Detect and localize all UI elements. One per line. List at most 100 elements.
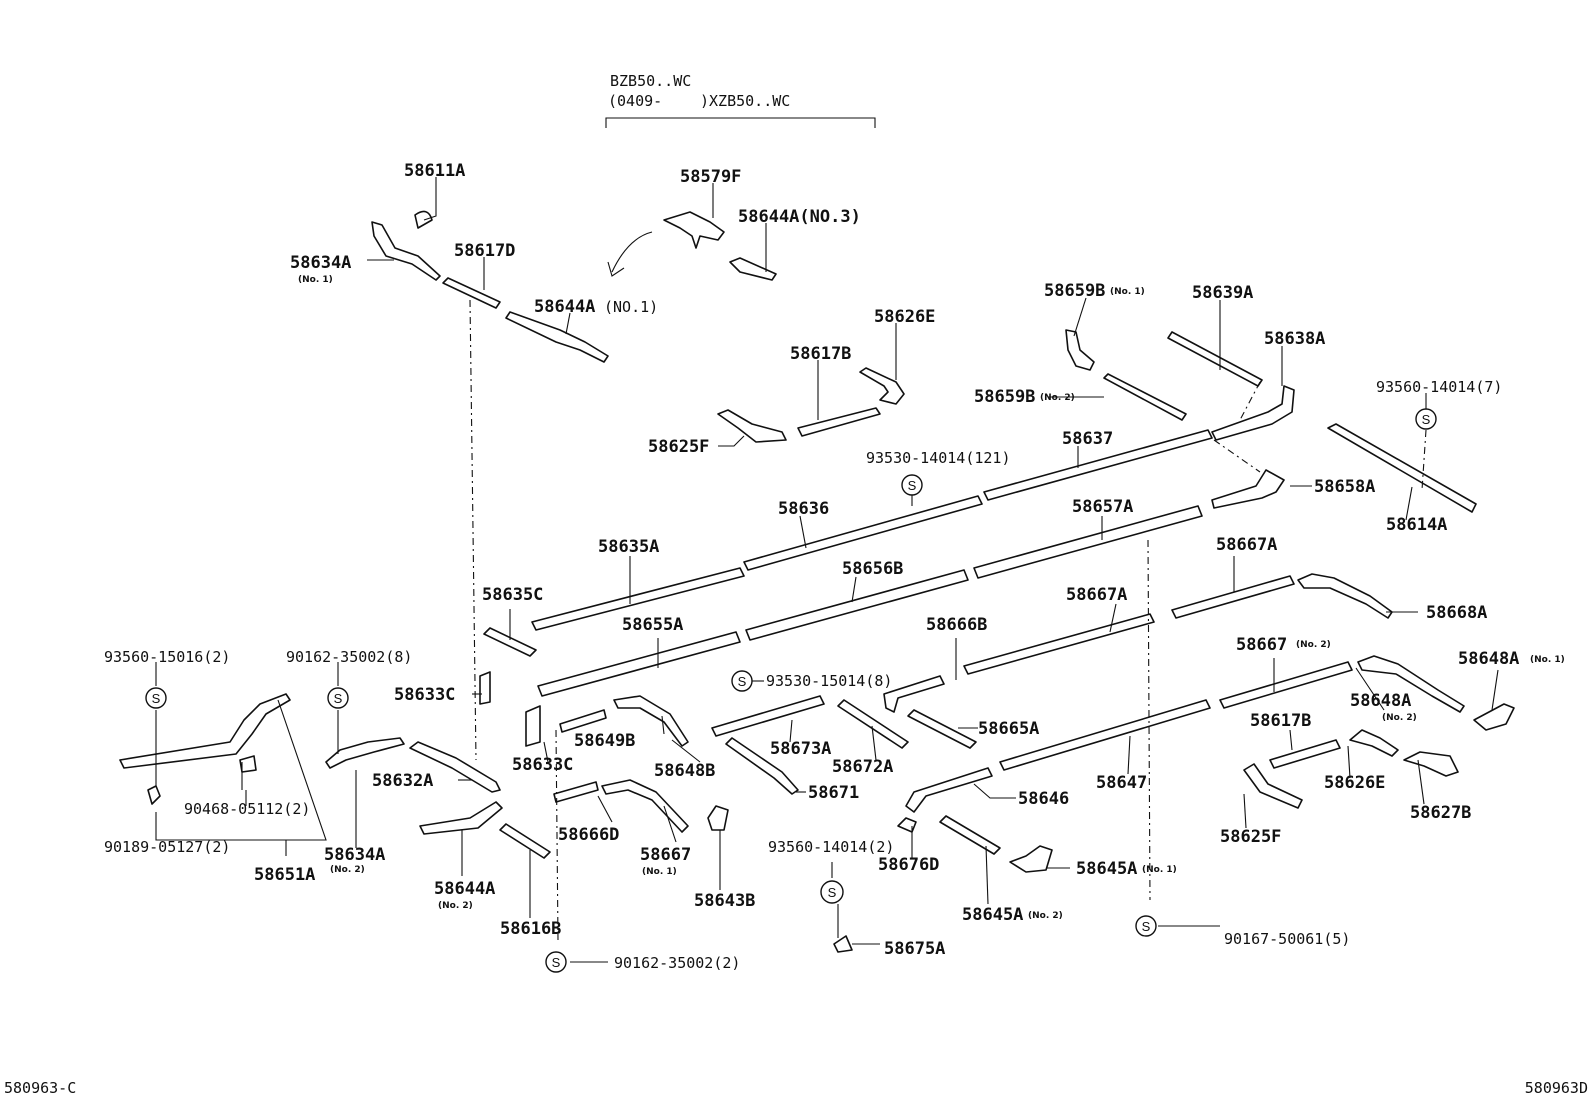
svg-text:S: S <box>1142 919 1151 934</box>
label-58632A: 58632A <box>372 771 433 791</box>
part-90189-05127 <box>147 785 161 805</box>
header-bracket <box>605 117 876 128</box>
label-58638A: 58638A <box>1264 329 1325 349</box>
label-58644A-no1: 58644A <box>534 297 595 317</box>
part-58643B <box>707 805 729 831</box>
s-symbol-6: S <box>820 880 844 904</box>
label-58658A: 58658A <box>1314 477 1375 497</box>
label-93560-15016-2: 93560-15016(2) <box>104 648 230 666</box>
label-93560-14014-2: 93560-14014(2) <box>768 838 894 856</box>
part-58617D <box>442 277 501 309</box>
svg-text:S: S <box>552 955 561 970</box>
label-58611A: 58611A <box>404 161 465 181</box>
svg-text:S: S <box>828 885 837 900</box>
part-58671 <box>725 737 799 795</box>
label-58667-no1: 58667 <box>640 845 691 865</box>
label-58617B-right: 58617B <box>1250 711 1311 731</box>
part-58666B <box>883 675 945 713</box>
label-58636: 58636 <box>778 499 829 519</box>
part-58648B <box>613 695 689 747</box>
part-58611A <box>414 210 433 229</box>
part-58673A <box>711 695 825 737</box>
part-58636 <box>743 495 983 571</box>
s-symbol-7: S <box>1135 915 1157 937</box>
label-58675A: 58675A <box>884 939 945 959</box>
svg-text:S: S <box>738 674 747 689</box>
label-58644A-no3: 58644A(NO.3) <box>738 207 861 227</box>
header-line2-start: (0409- <box>608 92 662 110</box>
label-58649B: 58649B <box>574 731 635 751</box>
svg-text:S: S <box>152 691 161 706</box>
align-line-center <box>555 729 559 941</box>
header-line2-end: )XZB50..WC <box>700 92 790 110</box>
part-58579F <box>663 211 725 249</box>
part-labels: 58611A 58579F 58644A(NO.3) 58617D 58634A… <box>104 161 1565 972</box>
label-58644A-no2-qual: (No. 2) <box>438 901 473 911</box>
part-58616B <box>499 823 551 859</box>
footer-code-right: 580963D <box>1525 1079 1588 1097</box>
part-58675A <box>833 935 853 953</box>
part-58632A <box>409 741 501 793</box>
label-58656B: 58656B <box>842 559 903 579</box>
label-58659B-no2: 58659B <box>974 387 1035 407</box>
label-58671: 58671 <box>808 783 859 803</box>
part-58627B <box>1403 751 1459 777</box>
header-line1: BZB50..WC <box>610 72 691 90</box>
label-58579F: 58579F <box>680 167 741 187</box>
part-58634A-no1 <box>371 221 441 281</box>
label-58634A-no1-qual: (No. 1) <box>298 275 333 285</box>
part-58672A <box>837 699 909 749</box>
header-arrowhead <box>607 261 625 277</box>
part-58659B-no1 <box>1065 329 1095 371</box>
label-90162-35002-2: 90162-35002(2) <box>614 954 740 972</box>
label-58635C: 58635C <box>482 585 543 605</box>
part-58644A-no3 <box>729 257 777 281</box>
align-line-right-top <box>1213 381 1261 473</box>
label-58657A: 58657A <box>1072 497 1133 517</box>
label-58659B-no1-qual: (No. 1) <box>1110 287 1145 297</box>
label-90189-05127-2: 90189-05127(2) <box>104 838 230 856</box>
label-58634A-no2-qual: (No. 2) <box>330 865 365 875</box>
label-93530-15014-8: 93530-15014(8) <box>766 672 892 690</box>
label-93560-14014-7: 93560-14014(7) <box>1376 378 1502 396</box>
label-58616B: 58616B <box>500 919 561 939</box>
label-58659B-no2-qual: (No. 2) <box>1040 393 1075 403</box>
label-58666D: 58666D <box>558 825 619 845</box>
label-58673A: 58673A <box>770 739 831 759</box>
part-58657A <box>973 505 1203 579</box>
label-58644A-no1-qual: (NO.1) <box>604 298 658 316</box>
label-58645A-no2-qual: (No. 2) <box>1028 911 1063 921</box>
label-58645A-no1-qual: (No. 1) <box>1142 865 1177 875</box>
label-58643B: 58643B <box>694 891 755 911</box>
label-90167-50061-5: 90167-50061(5) <box>1224 930 1350 948</box>
label-90162-35002-8: 90162-35002(8) <box>286 648 412 666</box>
label-58648A-no2: 58648A <box>1350 691 1411 711</box>
part-58626E-right <box>1349 729 1399 757</box>
part-58633C-bottom <box>525 705 541 747</box>
label-58676D: 58676D <box>878 855 939 875</box>
part-shapes <box>119 210 1515 953</box>
screw-symbols: S S S S S S S S <box>145 408 1437 973</box>
part-58667A-mid <box>963 613 1155 675</box>
part-58614A <box>1327 423 1477 513</box>
footer-code-left: 580963-C <box>4 1079 76 1097</box>
label-58634A-no2: 58634A <box>324 845 385 865</box>
label-58617B-top: 58617B <box>790 344 851 364</box>
svg-text:S: S <box>1422 412 1431 427</box>
label-58648A-no1-qual: (No. 1) <box>1530 655 1565 665</box>
part-58668A <box>1297 573 1393 619</box>
part-58617B-top <box>797 407 881 437</box>
part-58644A-no2 <box>419 801 503 835</box>
label-58646: 58646 <box>1018 789 1069 809</box>
label-58667-no2-qual: (No. 2) <box>1296 640 1331 650</box>
part-58637 <box>983 429 1213 501</box>
label-58625F-top: 58625F <box>648 437 709 457</box>
header-arrow <box>611 231 653 273</box>
part-58635C <box>483 627 537 657</box>
s-symbol-3: S <box>145 687 167 709</box>
part-58645A-no2 <box>939 815 1001 855</box>
label-58667-no1-qual: (No. 1) <box>642 867 677 877</box>
label-58645A-no2: 58645A <box>962 905 1023 925</box>
label-58651A: 58651A <box>254 865 315 885</box>
